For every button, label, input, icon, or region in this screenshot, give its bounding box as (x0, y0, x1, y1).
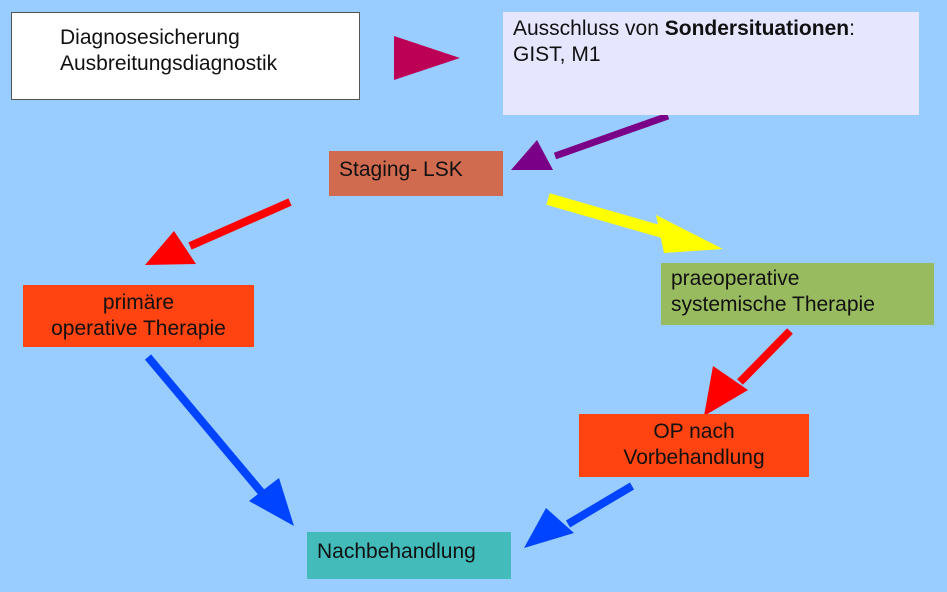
arrow-staging-to-primary (188, 198, 292, 250)
arrow-head-primary-to-nachbehandlung (249, 478, 294, 526)
arrow-head-opnach-to-nachbehandlung (524, 508, 574, 548)
praeop-line-2: systemische Therapie (671, 293, 875, 316)
arrow-head-praeop-to-opnach (704, 366, 748, 416)
arrow-praeop-to-opnach (737, 328, 793, 385)
primary-line-2: operative Therapie (51, 317, 226, 340)
nachbehandlung-box: Nachbehandlung (307, 532, 511, 579)
primary-therapy-box: primäre operative Therapie (23, 285, 254, 347)
nachbehandlung-label: Nachbehandlung (317, 540, 476, 563)
praeoperative-therapy-box: praeoperative systemische Therapie (661, 263, 934, 325)
arrow-primary-to-nachbehandlung (144, 354, 266, 496)
diagnose-line-1: Diagnosesicherung (60, 26, 240, 49)
triangle-arrow-right (394, 36, 460, 80)
exclusion-bold: Sondersituationen (664, 17, 850, 40)
arrow-head-exclusion-to-staging (511, 140, 553, 170)
exclusion-line-2: GIST, M1 (513, 43, 601, 66)
opnach-line-1: OP nach (653, 420, 735, 443)
exclusion-line-1: Ausschluss von Sondersituationen: (513, 16, 919, 42)
diagnose-line-2: Ausbreitungsdiagnostik (60, 52, 278, 75)
primary-line-1: primäre (102, 291, 175, 314)
opnach-line-2: Vorbehandlung (623, 446, 765, 469)
exclusion-prefix: Ausschluss von (513, 17, 665, 40)
exclusion-suffix: : (849, 17, 855, 40)
arrow-opnach-to-nachbehandlung (565, 482, 635, 528)
staging-label: Staging- LSK (339, 158, 463, 181)
arrow-head-staging-to-primary (145, 231, 196, 265)
praeop-line-1: praeoperative (671, 267, 800, 290)
op-nach-vorbehandlung-box: OP nach Vorbehandlung (579, 414, 809, 477)
exclusion-box: Ausschluss von Sondersituationen: GIST, … (503, 12, 919, 115)
arrow-staging-to-praeop (546, 193, 668, 239)
arrow-exclusion-to-staging (553, 112, 670, 160)
staging-box: Staging- LSK (329, 151, 503, 196)
arrow-head-staging-to-praeop (656, 215, 723, 253)
diagnose-box: Diagnosesicherung Ausbreitungsdiagnostik (11, 12, 360, 100)
